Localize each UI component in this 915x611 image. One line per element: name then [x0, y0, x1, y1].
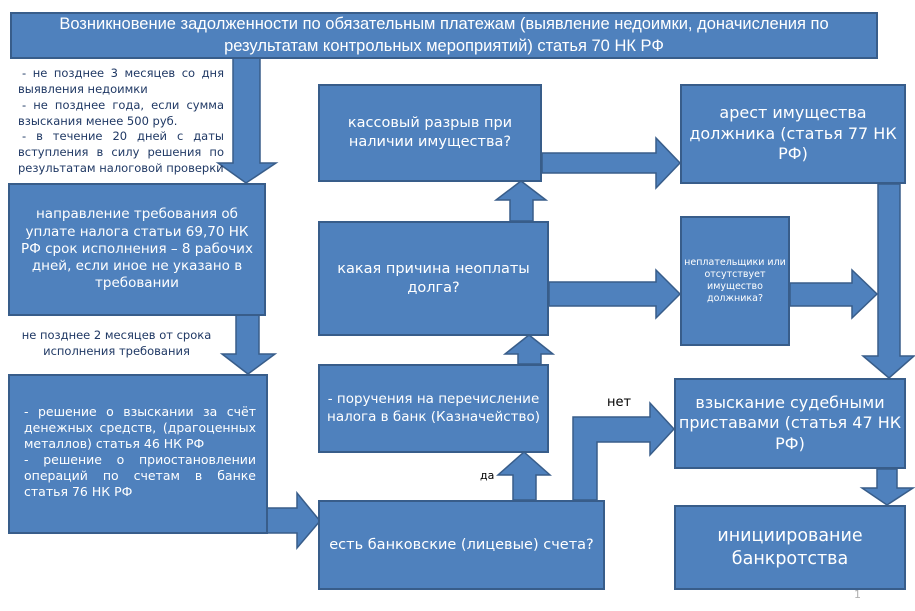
arrow-bank-to-bailiffs-no: [572, 401, 676, 501]
note-deadline-line: - не позднее года, если сумма взыскания …: [18, 97, 224, 128]
box-bank-accounts-question: есть банковские (лицевые) счета?: [318, 500, 605, 590]
box-nonpayer-question: неплательщики или отсутствует имущество …: [680, 216, 790, 346]
arrow-reason-to-nonpayer: [548, 268, 682, 320]
edge-label-no: нет: [607, 395, 632, 410]
box-payment-order-text: - поручения на перечисление налога в бан…: [327, 391, 540, 425]
edge-label-yes: да: [480, 469, 495, 482]
arrow-order-to-reason: [502, 334, 556, 365]
box-reason-text: какая причина неоплаты долга?: [337, 260, 530, 296]
arrow-reason-to-cash: [493, 180, 549, 222]
box-property-arrest: арест имущества должника (статья 77 НК Р…: [680, 84, 906, 184]
box-nonpayment-reason-question: какая причина неоплаты долга?: [318, 221, 549, 336]
box-cash-gap-text: кассовый разрыв при наличии имущества?: [347, 115, 513, 150]
note-deadline-line: - в течение 20 дней с даты вступления в …: [18, 129, 224, 176]
arrow-bailiffs-to-bankruptcy: [859, 468, 915, 506]
box-arrest-text: арест имущества должника (статья 77 НК Р…: [689, 103, 897, 164]
arrow-title-to-demand: [215, 57, 279, 184]
box-bailiff-collection: взыскание судебными приставами (статья 4…: [674, 378, 906, 469]
arrow-bank-to-order-yes: [496, 450, 552, 501]
box-cash-gap-question: кассовый разрыв при наличии имущества?: [318, 84, 542, 182]
decision-line: - решение о взыскании за счёт денежных с…: [24, 404, 256, 451]
arrow-demand-to-decision: [219, 314, 278, 375]
arrow-nonpayer-to-bailiffs: [789, 268, 879, 320]
box-nonpayer-text: неплательщики или отсутствует имущество …: [684, 256, 786, 305]
box-tax-demand: направление требования об уплате налога …: [8, 183, 266, 316]
box-collection-decision-body: - решение о взыскании за счёт денежных с…: [24, 404, 256, 500]
title-box-debt-origin: Возникновение задолженности по обязатель…: [10, 12, 878, 59]
box-bankruptcy-text: инициирование банкротства: [717, 526, 863, 569]
note-deadline-line: - не позднее 3 месяцев со дня выявления …: [18, 66, 224, 96]
arrow-decision-to-bank: [266, 490, 321, 551]
decision-line: - решение о приостановлении операций по …: [24, 452, 256, 499]
box-tax-demand-text: направление требования об уплате налога …: [21, 206, 253, 292]
arrow-arrest-to-bailiffs: [860, 183, 915, 379]
box-payment-order: - поручения на перечисление налога в бан…: [318, 364, 549, 453]
note-deadlines: - не позднее 3 месяцев со дня выявления …: [18, 66, 224, 177]
page-number: 1: [854, 588, 861, 601]
arrow-cash-to-arrest: [541, 136, 682, 190]
box-bank-accounts-text: есть банковские (лицевые) счета?: [329, 536, 594, 553]
box-collection-decision: - решение о взыскании за счёт денежных с…: [8, 374, 268, 534]
box-bailiffs-text: взыскание судебными приставами (статья 4…: [678, 392, 902, 453]
title-box-text: Возникновение задолженности по обязатель…: [59, 15, 829, 55]
note-two-months: не позднее 2 месяцев от срока исполнения…: [21, 328, 212, 358]
box-bankruptcy-initiation: инициирование банкротства: [674, 505, 906, 590]
